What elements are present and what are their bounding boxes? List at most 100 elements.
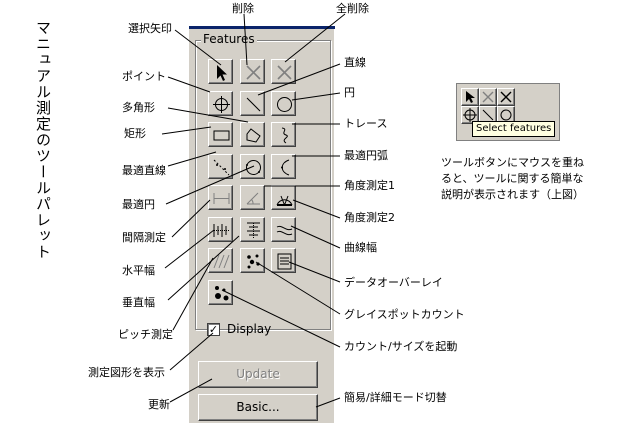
label-angle2: 角度測定2 [344,211,395,224]
label-delete-all: 全削除 [336,2,369,15]
label-interval: 間隔測定 [122,231,166,244]
leader-vertical [167,235,240,301]
label-data-overlay: データオーバーレイ [344,276,443,289]
label-best-line: 最適直線 [122,164,166,177]
leader-interval [171,199,211,238]
leader-count-size [221,289,341,348]
rectangle-tool-button[interactable] [208,122,233,147]
display-checkbox[interactable]: ✓ [207,323,220,336]
label-show-shapes: 測定図形を表示 [88,366,165,379]
leader-update [169,378,213,403]
leader-best-line [167,151,217,167]
delete-all-x-icon [277,65,292,80]
leader-horizontal [164,229,215,269]
label-best-circle: 最適円 [122,198,155,211]
leader-line [257,63,341,96]
leader-rectangle [161,126,212,135]
count-size-launch-tool-button[interactable] [208,279,233,305]
label-delete: 削除 [232,2,254,15]
leader-polygon [167,107,249,123]
data-overlay-tool-button[interactable] [271,248,296,273]
best-fit-arc-tool-button[interactable] [271,153,296,179]
gray-spot-count-icon [246,254,260,269]
label-select-arrow: 選択矢印 [128,22,172,35]
label-vertical: 垂直幅 [122,296,155,309]
leader-select-arrow [174,29,222,66]
angle-measure-1-icon [246,192,260,205]
basic-button[interactable]: Basic... [198,394,318,421]
label-best-arc: 最適円弧 [344,149,388,162]
leader-curve [290,225,341,249]
label-pitch: ピッチ測定 [118,328,173,341]
diagram-title: マニュアル測定のツールパレット [34,20,52,260]
leader-circle [291,92,341,101]
label-horizontal: 水平幅 [122,264,155,277]
polygon-icon [246,128,261,143]
leader-show-shapes [169,332,214,371]
mini-delete-all-x-icon[interactable] [497,88,515,106]
label-rectangle: 矩形 [124,127,146,140]
leader-gray-spot [255,261,341,315]
mini-delete-x-icon[interactable] [479,88,497,106]
best-fit-line-tool-button[interactable] [208,153,233,179]
interval-measure-tool-button[interactable] [208,185,233,210]
trace-tool-button[interactable] [271,122,296,147]
label-count-size: カウント/サイズを起動 [344,340,458,353]
best-fit-circle-icon [245,159,261,175]
leader-data-overlay [288,261,341,283]
line-icon [246,97,260,111]
arrow-select-tool-button[interactable] [208,59,233,84]
vertical-width-tool-button[interactable] [239,216,265,242]
label-trace: トレース [344,117,388,130]
features-group [195,40,331,330]
label-angle1: 角度測定1 [344,179,395,192]
delete-x-tool-button[interactable] [239,59,265,84]
label-point: ポイント [122,70,166,83]
leader-point [167,76,211,93]
leader-mode-switch [315,397,341,408]
label-gray-spot: グレイスポットカウント [344,308,465,321]
data-overlay-icon [277,253,292,270]
polygon-tool-button[interactable] [239,122,265,147]
vertical-width-icon [246,222,260,238]
label-update: 更新 [148,398,170,411]
label-line: 直線 [344,56,366,69]
leader-angle2 [292,199,341,219]
line-tool-button[interactable] [239,90,265,116]
label-mode-switch: 簡易/詳細モード切替 [344,391,447,404]
best-fit-line-icon [213,159,230,175]
point-crosshair-tool-button[interactable] [208,90,233,116]
palette-title-bar [189,26,335,29]
label-circle: 円 [344,86,355,99]
pitch-measure-icon [213,254,230,269]
point-crosshair-icon [213,95,230,113]
label-polygon: 多角形 [122,101,155,114]
angle-measure-1-tool-button[interactable] [239,185,265,210]
interval-measure-icon [213,193,230,204]
curve-width-tool-button[interactable] [271,216,296,242]
mini-arrow-select-icon[interactable] [461,88,479,106]
leader-delete-all [284,13,346,63]
features-group-title: Features [201,32,257,46]
best-fit-arc-icon [281,159,290,175]
update-button[interactable]: Update [198,361,318,388]
label-curve: 曲線幅 [344,241,377,254]
gray-spot-count-tool-button[interactable] [239,248,265,273]
best-fit-circle-tool-button[interactable] [239,153,265,179]
horizontal-width-tool-button[interactable] [208,216,233,242]
display-checkbox-label[interactable]: Display [227,322,272,336]
leader-pitch [172,257,214,331]
delete-all-x-tool-button[interactable] [271,59,296,84]
select-features-tooltip: Select features [472,121,556,137]
leader-delete [243,13,248,66]
tooltip-note: ツールボタンにマウスを重ねると、ツールに関する簡単な説明が表示されます（上図） [441,156,584,201]
rectangle-icon [213,130,230,141]
curve-width-icon [276,225,293,235]
leader-best-circle [165,165,255,205]
delete-x-icon [245,65,261,80]
mini-point-crosshair-icon[interactable] [461,106,479,124]
circle-tool-button[interactable] [271,90,296,116]
arrow-select-icon [217,65,227,81]
